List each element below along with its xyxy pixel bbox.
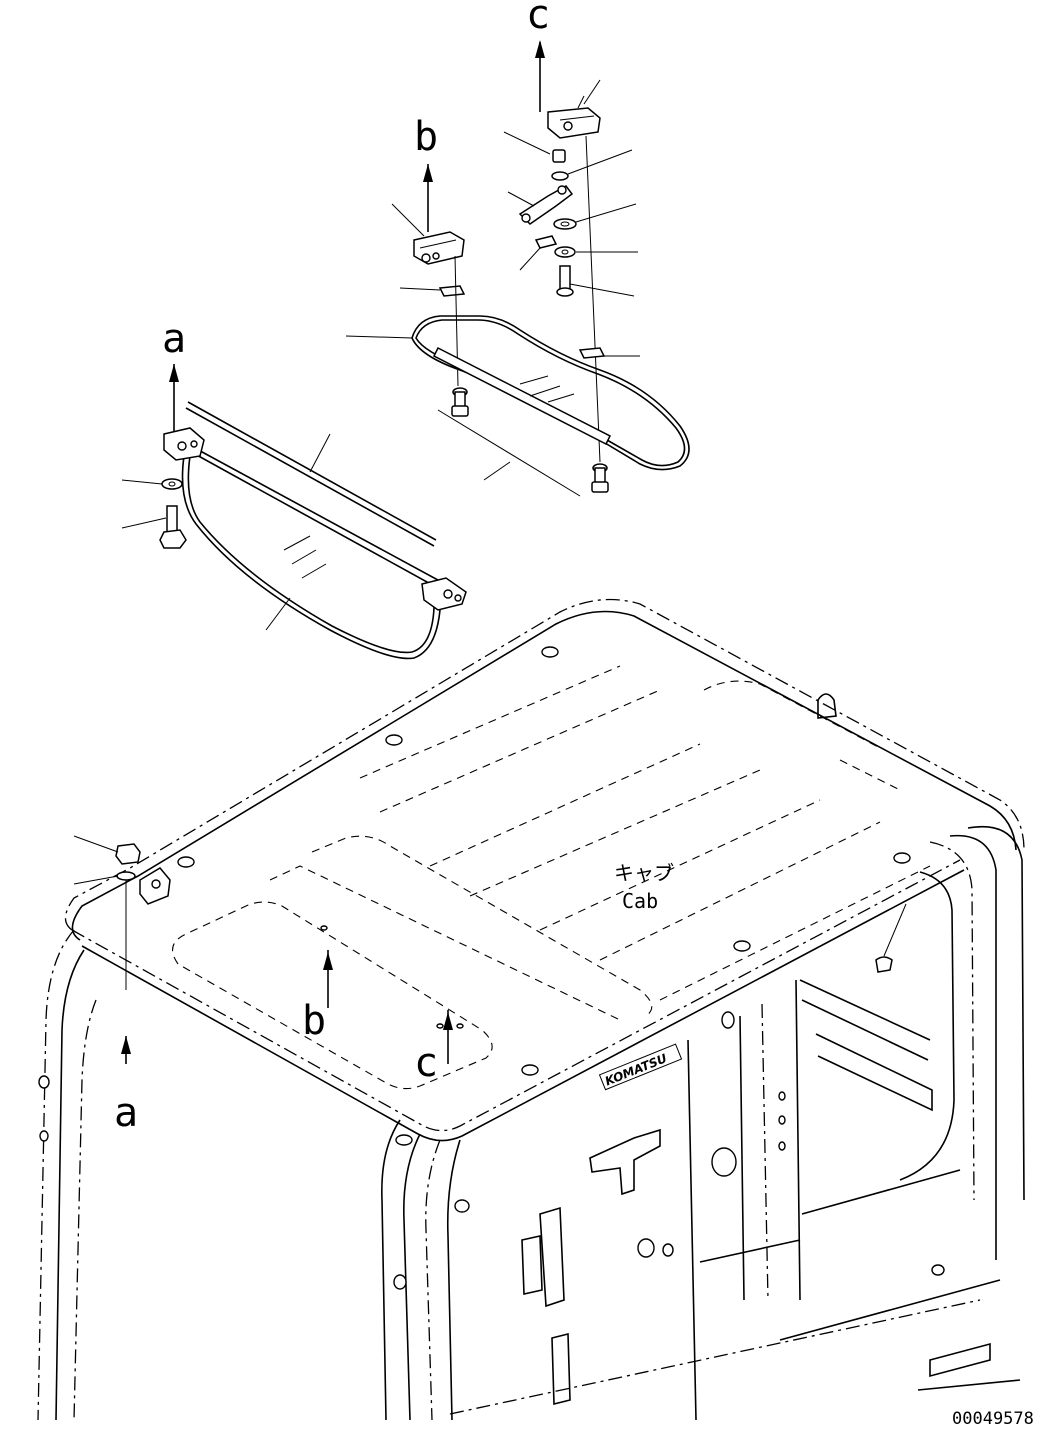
bolt-b-lower	[451, 387, 469, 417]
drawing-number: 00049578	[952, 1409, 1034, 1429]
hinge-bracket-b	[413, 231, 465, 265]
shim-c	[534, 235, 558, 249]
hinge-bracket-a-left	[163, 427, 205, 461]
cab-label-english: Cab	[622, 889, 658, 913]
callout-c-top: c	[526, 0, 550, 38]
callout-b-cab: b	[302, 998, 326, 1044]
arm-bracket-c	[518, 185, 574, 225]
arrow-c-top	[535, 40, 545, 112]
hinge-bracket-a-right	[421, 577, 467, 611]
bracket-cab-left	[139, 867, 171, 905]
washer-c3	[554, 246, 576, 258]
arrow-c-cab	[443, 1010, 453, 1064]
washer-c2	[553, 218, 577, 230]
arrow-b-cab	[323, 950, 333, 1008]
callout-a-cab: a	[114, 1090, 138, 1136]
arrow-b-top	[423, 164, 433, 232]
bolt-c	[556, 265, 574, 297]
leader-lines-upper	[345, 79, 640, 481]
hinge-bracket-c	[547, 95, 601, 139]
nut-c	[552, 149, 566, 163]
callout-a-top: a	[162, 316, 186, 362]
washer-cab	[116, 871, 136, 881]
arrow-a-top	[169, 364, 179, 440]
washer-c1	[551, 171, 569, 181]
washer-a	[161, 478, 183, 490]
arrow-a-cab	[121, 1036, 131, 1064]
plate-b	[438, 285, 466, 297]
cab-structure	[37, 598, 1025, 1421]
sun-visor-rail	[185, 401, 437, 547]
cab-label-japanese: キャブ	[614, 861, 674, 885]
bolt-a	[159, 505, 187, 549]
callout-b-top: b	[414, 114, 438, 160]
leader-washer-cab	[73, 875, 119, 885]
sun-visor-lower	[179, 439, 461, 660]
callout-c-cab: c	[414, 1040, 438, 1086]
bolt-c-lower	[591, 463, 609, 493]
bolt-group-bracket	[437, 409, 581, 497]
sun-visor-upper	[411, 315, 690, 471]
leader-nut-cab	[73, 835, 119, 853]
nut-cab	[115, 843, 141, 865]
align-line-c	[585, 135, 601, 463]
leader-lines-a	[121, 433, 331, 631]
plate-c	[578, 347, 606, 359]
komatsu-logo: KOMATSU	[598, 1043, 683, 1091]
